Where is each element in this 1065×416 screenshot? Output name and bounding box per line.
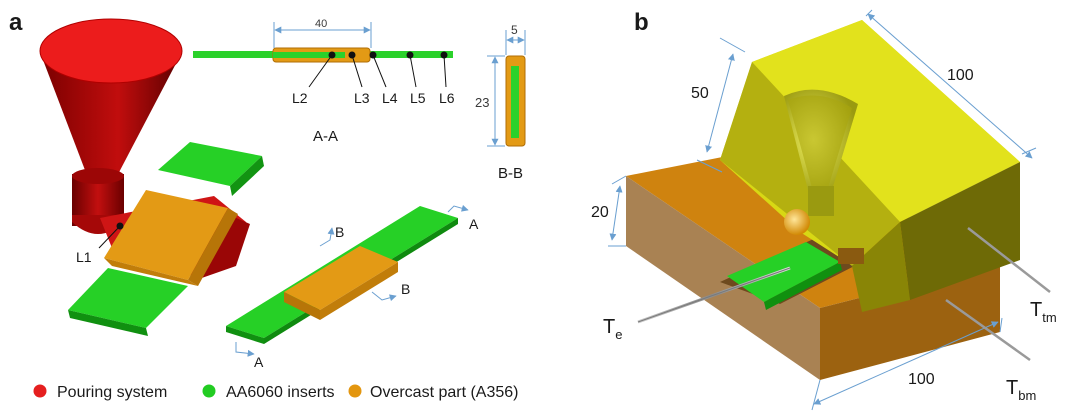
section-bb-caption: B-B: [498, 165, 523, 182]
point-l3-label: L3: [354, 90, 370, 106]
thermocouple-ttm-label: Ttm: [1030, 299, 1057, 325]
mould-3d: [626, 20, 1020, 380]
panel-label-b: b: [634, 9, 649, 36]
legend-swatch-overcast: [348, 384, 362, 398]
cut-mark-b-bottom: B: [401, 281, 410, 297]
point-l4-leader: [372, 54, 387, 88]
legend-swatch-pouring: [33, 384, 47, 398]
panel-label-a: a: [9, 9, 23, 36]
point-l2-label: L2: [292, 90, 308, 106]
section-bb: [487, 30, 526, 147]
cut-arrows: [235, 204, 469, 357]
thermocouple-te-label: Te: [603, 316, 622, 342]
point-l3-leader: [351, 54, 363, 88]
mould-dim-length-top: 100: [947, 67, 974, 84]
legend-label-overcast: Overcast part (A356): [370, 384, 519, 401]
cut-mark-b-top: B: [335, 224, 344, 240]
section-aa-dimension: 40: [315, 18, 327, 30]
section-bb-height-dimension: 23: [475, 95, 489, 110]
thermocouple-te-line: [637, 267, 791, 323]
mould-dim-height-top: 50: [691, 85, 709, 102]
legend-label-inserts: AA6060 inserts: [226, 384, 335, 401]
point-l6-label: L6: [439, 90, 455, 106]
section-bb-width-dimension: 5: [511, 23, 518, 37]
legend-label-pouring: Pouring system: [57, 384, 167, 401]
cut-mark-a-right: A: [469, 216, 479, 232]
point-l5-label: L5: [410, 90, 426, 106]
thermocouple-probes: [637, 227, 1051, 362]
point-l1-leader: [98, 225, 121, 249]
legend: Pouring system AA6060 inserts Overcast p…: [33, 384, 519, 401]
thermocouple-tbm-label: Tbm: [1006, 377, 1036, 403]
section-aa-points: [308, 51, 448, 88]
point-l1-label: L1: [76, 249, 92, 265]
mould-dim-length-base: 100: [908, 371, 935, 388]
mould-dimensions: [608, 9, 1037, 411]
mould-dim-height-base: 20: [591, 204, 609, 221]
cut-mark-a-left: A: [254, 354, 264, 370]
section-aa: [193, 22, 453, 63]
point-l5-leader: [409, 54, 417, 88]
section-aa-caption: A-A: [313, 128, 338, 145]
point-l2-leader: [308, 54, 333, 88]
point-l4-label: L4: [382, 90, 398, 106]
inserts-assembly-3d: [68, 142, 264, 336]
legend-swatch-inserts: [202, 384, 216, 398]
inserts-assembly-iso: [226, 206, 458, 344]
thermocouple-ttm-probe: [967, 227, 1051, 293]
point-l6-leader: [443, 54, 447, 88]
thermocouple-tbm-probe: [945, 298, 1031, 362]
